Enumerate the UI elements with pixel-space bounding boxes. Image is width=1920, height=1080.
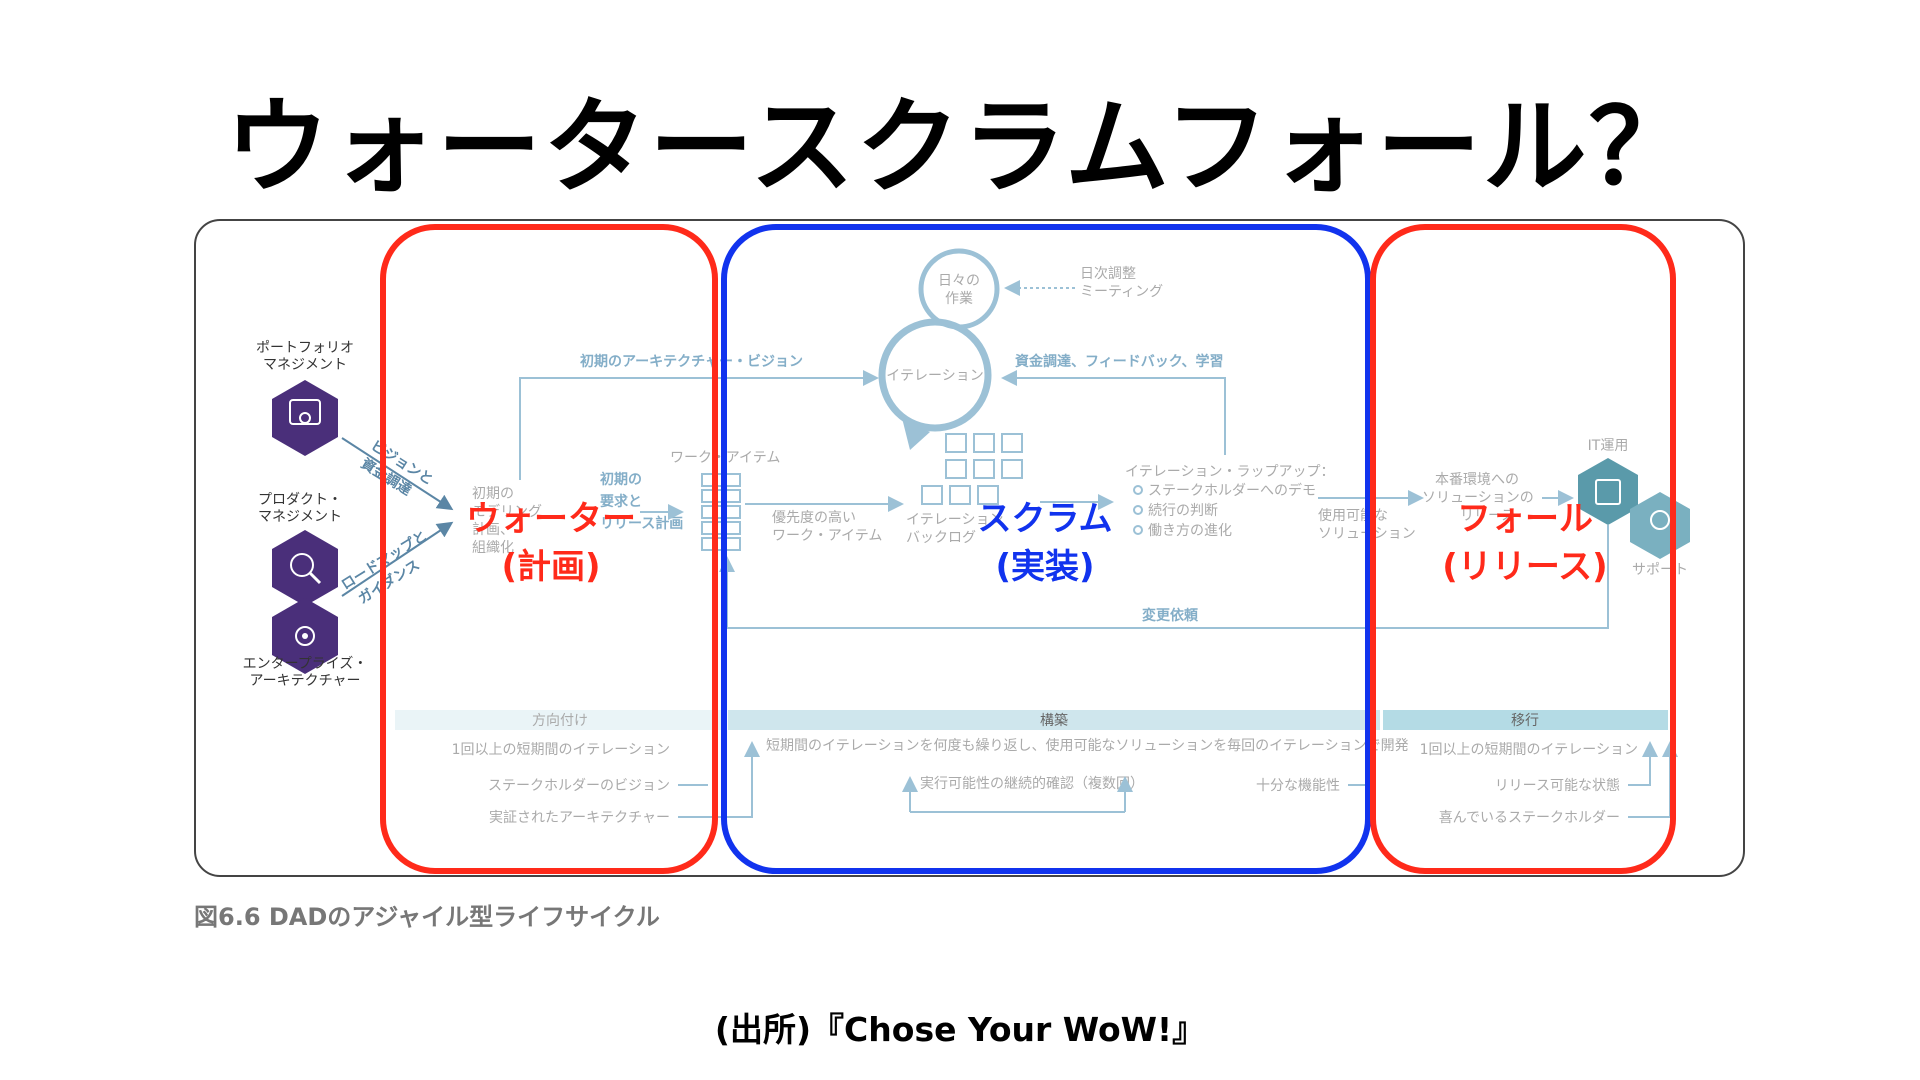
daily-meeting-label-2: ミーティング (1080, 284, 1163, 300)
wrapup-label: イテレーション・ラップアップ： (1125, 464, 1334, 480)
fall-overlay-label: フォール (1457, 499, 1593, 539)
implement-overlay-label: (実装) (995, 547, 1094, 587)
figure-caption: 図6.6 DADのアジャイル型ライフサイクル (194, 903, 660, 931)
daily-label-2: 作業 (945, 291, 973, 307)
prod-label-2: ソリューションの (1422, 490, 1534, 506)
priority-label-1: 優先度の高い (772, 509, 856, 526)
initial-req-label-2: 要求と (600, 493, 642, 510)
inception-item-3: 実証されたアーキテクチャー (489, 810, 670, 826)
portfolio-label-1: ポートフォリオ (256, 340, 354, 356)
initial-label-2: モデリング (472, 503, 542, 520)
product-hex-icon (272, 530, 338, 606)
wrapup-item-2: 続行の判断 (1148, 502, 1218, 519)
priority-label-2: ワーク・アイテム (772, 528, 882, 544)
initial-label-4: 組織化 (472, 540, 514, 556)
usable-label-1: 使用可能な (1318, 507, 1388, 524)
release-overlay-label: (リリース) (1442, 547, 1607, 587)
phase-transition-label: 移行 (1511, 713, 1539, 729)
phase-inception-bar (395, 710, 725, 730)
inception-item-2: ステークホルダーのビジョン (488, 778, 670, 794)
page-title: ウォータースクラムフォール？ (225, 86, 1695, 208)
iteration-label: イテレーション (886, 368, 983, 384)
change-request-label: 変更依頼 (1142, 607, 1199, 624)
phase-inception-label: 方向付け (532, 713, 588, 729)
water-overlay-label: ウォーター (466, 499, 636, 539)
construction-item-2: 実行可能性の継続的確認（複数回） (920, 775, 1144, 792)
diagram-frame (194, 219, 1745, 877)
enterprise-label-1: エンタープライズ・ (243, 656, 368, 672)
initial-label-3: 計画、 (472, 522, 514, 538)
product-label-2: マネジメント (258, 509, 342, 525)
phase-construction-bar (728, 710, 1380, 730)
construction-item-1: 短期間のイテレーションを何度も繰り返し、使用可能なソリューションを毎回のイテレー… (766, 737, 1409, 754)
arch-vision-label: 初期のアーキテクチャー・ビジョン (580, 353, 803, 370)
plan-overlay-label: (計画) (501, 547, 600, 587)
portfolio-label-2: マネジメント (263, 357, 347, 373)
support-label: サポート (1632, 562, 1688, 578)
phase-transition-bar (1383, 710, 1668, 730)
funding-feedback-label: 資金調達、フィードバック、学習 (1015, 353, 1223, 370)
waterfall-release-box (1370, 224, 1676, 874)
prod-label-1: 本番環境への (1435, 472, 1519, 488)
daily-meeting-label-1: 日次調整 (1080, 266, 1136, 282)
enterprise-hex-icon (272, 598, 338, 674)
initial-label-1: 初期の (472, 485, 514, 502)
scrum-overlay-label: スクラム (978, 499, 1113, 539)
support-hex-icon (1630, 492, 1690, 559)
source-note: (出所)『Chose Your WoW!』 (714, 1010, 1206, 1049)
construction-item-3: 十分な機能性 (1256, 778, 1340, 794)
transition-item-3: 喜んでいるステークホルダー (1439, 810, 1620, 826)
enterprise-label-2: アーキテクチャー (249, 673, 360, 689)
it-ops-hex-icon (1578, 458, 1638, 525)
transition-item-2: リリース可能な状態 (1495, 778, 1620, 794)
it-ops-label: IT運用 (1588, 438, 1629, 454)
initial-req-label-3: リリース計画 (600, 515, 683, 532)
initial-req-label-1: 初期の (600, 471, 642, 488)
daily-work-cycle (918, 248, 1000, 330)
portfolio-hex-icon (272, 380, 338, 456)
waterfall-plan-box (380, 224, 718, 874)
product-label-1: プロダクト・ (258, 492, 342, 508)
wrapup-item-1: ステークホルダーへのデモ (1148, 482, 1316, 499)
iteration-backlog-grid (921, 433, 1023, 505)
backlog-label-2: バックログ (906, 530, 976, 546)
scrum-box (721, 224, 1371, 874)
inception-item-1: 1回以上の短期間のイテレーション (452, 742, 670, 758)
phase-construction-label: 構築 (1040, 713, 1068, 729)
iteration-cycle (878, 318, 992, 432)
transition-item-1: 1回以上の短期間のイテレーション (1420, 742, 1638, 758)
daily-label-1: 日々の (938, 273, 980, 289)
prod-label-3: リリース (1460, 508, 1515, 524)
wrapup-item-3: 働き方の進化 (1148, 523, 1232, 539)
backlog-label-1: イテレーション (906, 512, 1003, 528)
